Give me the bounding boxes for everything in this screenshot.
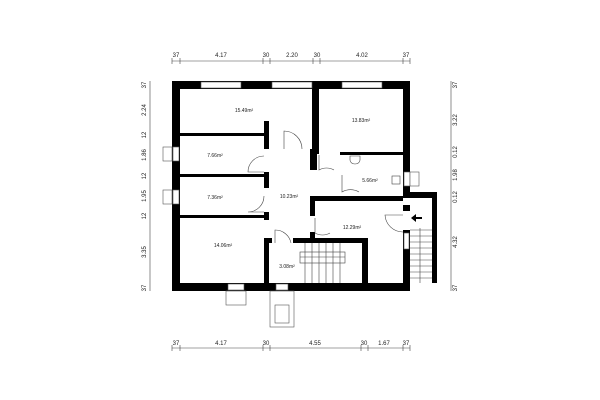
room-area-label: 7.66m² bbox=[207, 153, 223, 159]
entrance-steps bbox=[269, 283, 295, 328]
dim-label: 4.17 bbox=[215, 53, 227, 59]
room-area-label: 3.08m² bbox=[279, 264, 295, 270]
dim-label: 37 bbox=[403, 341, 410, 347]
dim-label: 2.20 bbox=[286, 53, 298, 59]
dim-label: 30 bbox=[263, 53, 270, 59]
dim-label: 37 bbox=[453, 81, 459, 88]
dim-label: 4.55 bbox=[309, 341, 321, 347]
room-area-label: 15.49m² bbox=[235, 108, 254, 114]
dim-label: 1.95 bbox=[142, 190, 148, 202]
dim-label: 37 bbox=[142, 284, 148, 291]
dim-label: 2.24 bbox=[142, 104, 148, 116]
dim-label: 30 bbox=[263, 341, 270, 347]
outer-walls bbox=[172, 81, 437, 291]
dim-label: 30 bbox=[314, 53, 321, 59]
dim-label: 37 bbox=[453, 284, 459, 291]
room-area-label: 14.06m² bbox=[214, 243, 233, 249]
dim-label: 4.17 bbox=[215, 341, 227, 347]
top-dimension-line: 37 4.17 30 2.20 30 4.02 37 bbox=[171, 53, 411, 64]
dim-label: 0.12 bbox=[453, 146, 459, 158]
dim-label: 1.67 bbox=[378, 341, 390, 347]
interior-walls bbox=[180, 89, 410, 291]
right-dimension-line: 37 3.22 0.12 1.98 0.12 4.32 37 bbox=[450, 81, 459, 291]
dim-label: 37 bbox=[142, 81, 148, 88]
toilet-icon bbox=[349, 155, 401, 185]
room-area-label: 10.23m² bbox=[280, 194, 299, 200]
entrance-arrow-icon bbox=[411, 214, 422, 222]
dim-label: 4.02 bbox=[356, 53, 368, 59]
dim-label: 0.12 bbox=[453, 191, 459, 203]
dim-label: 12 bbox=[142, 212, 148, 219]
dim-label: 1.86 bbox=[142, 149, 148, 161]
stair-icon bbox=[299, 228, 432, 283]
dim-label: 37 bbox=[173, 53, 180, 59]
dim-label: 3.22 bbox=[453, 114, 459, 126]
door-icon bbox=[247, 130, 404, 244]
window-icon bbox=[162, 81, 420, 306]
dim-label: 30 bbox=[361, 341, 368, 347]
room-area-label: 5.66m² bbox=[362, 178, 378, 184]
dim-label: 3.35 bbox=[142, 246, 148, 258]
room-area-label: 13.83m² bbox=[352, 118, 371, 124]
dim-label: 37 bbox=[173, 341, 180, 347]
room-area-label: 7.36m² bbox=[207, 195, 223, 201]
dim-label: 37 bbox=[403, 53, 410, 59]
dim-label: 12 bbox=[142, 172, 148, 179]
room-area-label: 12.29m² bbox=[343, 225, 362, 231]
bottom-dimension-line: 37 4.17 30 4.55 30 1.67 37 bbox=[171, 341, 411, 351]
dim-label: 4.32 bbox=[453, 236, 459, 248]
left-dimension-line: 37 2.24 12 1.86 12 1.95 12 3.35 37 bbox=[142, 81, 151, 291]
dim-label: 1.98 bbox=[453, 169, 459, 181]
dim-label: 12 bbox=[142, 131, 148, 138]
